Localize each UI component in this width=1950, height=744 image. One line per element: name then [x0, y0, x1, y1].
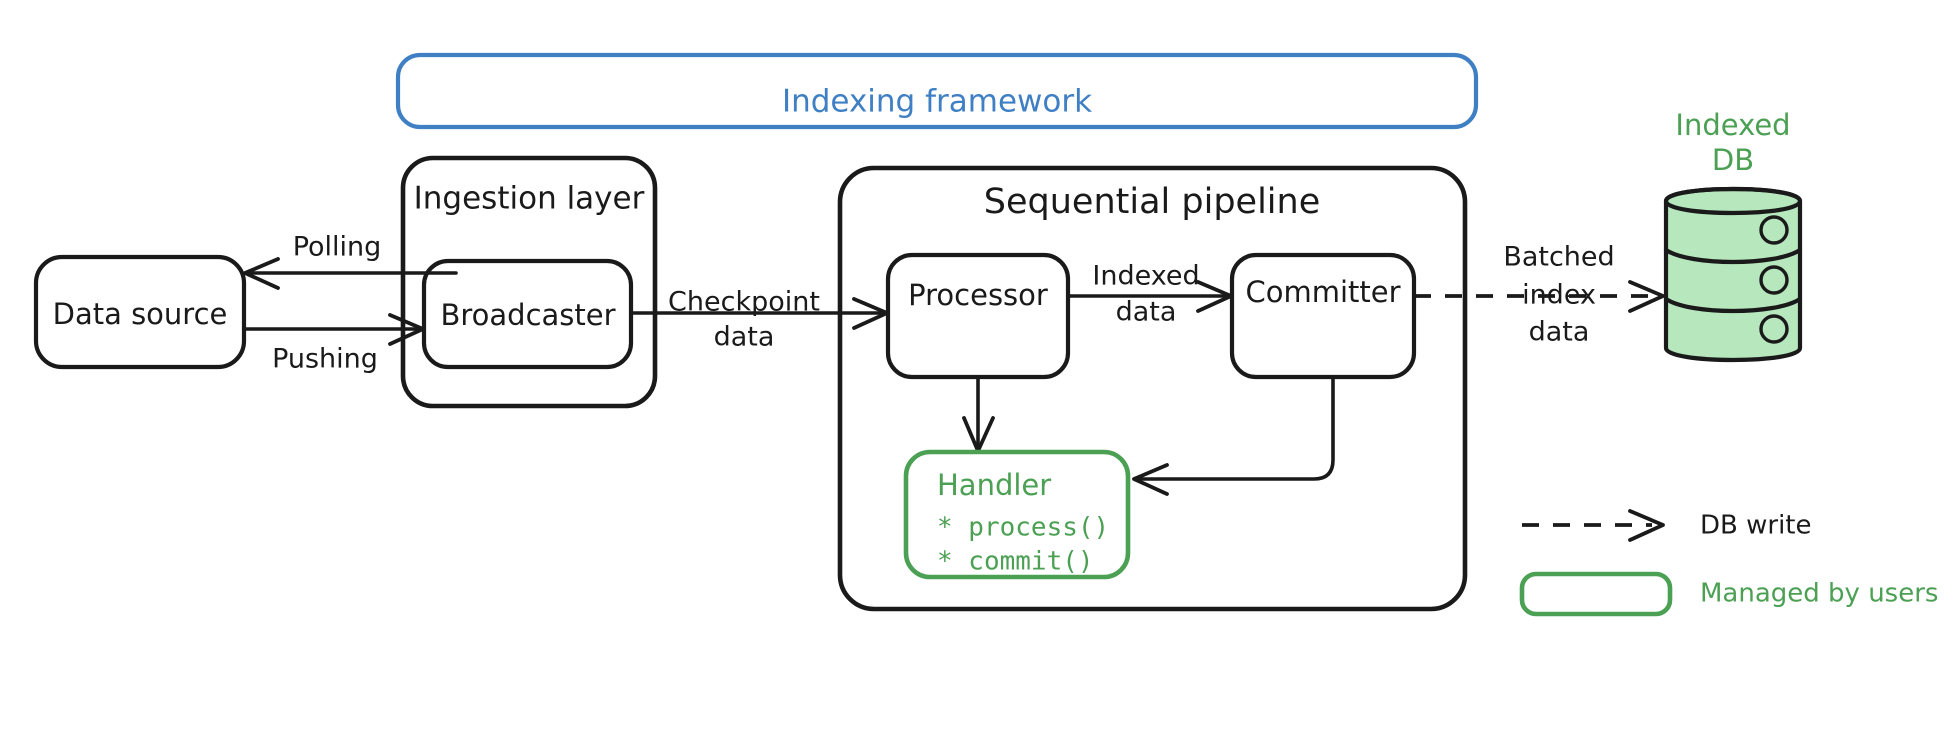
edge-committer-to-handler — [1132, 375, 1335, 496]
pushing-label: Pushing — [272, 344, 378, 375]
indexing-framework-frame: Indexing framework — [395, 52, 1479, 130]
node-data-source[interactable]: Data source — [33, 254, 247, 370]
db-indicator-1 — [1759, 215, 1789, 245]
group-ingestion-layer: Ingestion layer — [400, 155, 658, 409]
node-indexed-db[interactable]: Indexed DB — [1663, 108, 1803, 363]
ingestion-layer-rect — [400, 155, 658, 409]
handler-method-process: * process() — [937, 513, 1109, 543]
batched-index-data-label-line2: index — [1522, 280, 1596, 311]
handler-label: Handler — [937, 468, 1051, 502]
batched-index-data-label-line3: data — [1529, 317, 1590, 348]
indexing-framework-rect — [395, 52, 1479, 130]
legend-item-db-write: DB write — [1522, 509, 1812, 542]
edge-pushing: Pushing — [242, 313, 425, 375]
data-source-label: Data source — [53, 297, 228, 331]
legend-item-managed-by-users: Managed by users — [1519, 571, 1938, 617]
edge-checkpoint-data: Checkpoint data — [629, 287, 889, 353]
sequential-pipeline-rect — [837, 165, 1468, 612]
handler-method-commit: * commit() — [937, 547, 1094, 577]
indexed-db-label-line1: Indexed — [1675, 108, 1790, 142]
node-broadcaster[interactable]: Broadcaster — [421, 258, 634, 370]
node-processor[interactable]: Processor — [885, 252, 1071, 380]
edge-batched-index-data: Batched index data — [1414, 242, 1665, 348]
broadcaster-label: Broadcaster — [440, 298, 615, 332]
committer-label: Committer — [1245, 275, 1400, 309]
legend: DB write Managed by users — [1519, 509, 1938, 617]
indexed-db-label-line2: DB — [1712, 143, 1754, 177]
indexed-data-label-line1: Indexed — [1092, 261, 1199, 292]
edge-polling: Polling — [243, 232, 458, 290]
legend-label-managed-by-users: Managed by users — [1700, 579, 1938, 609]
database-cylinder-icon — [1663, 186, 1803, 363]
db-indicator-2 — [1759, 265, 1789, 295]
node-handler[interactable]: Handler * process() * commit() — [903, 449, 1131, 580]
polling-label: Polling — [293, 232, 382, 263]
edge-processor-to-handler — [962, 375, 995, 453]
legend-label-db-write: DB write — [1700, 511, 1812, 541]
ingestion-layer-label: Ingestion layer — [414, 181, 645, 217]
checkpoint-data-label-line2: data — [714, 322, 775, 353]
sequential-pipeline-label: Sequential pipeline — [984, 182, 1320, 222]
indexing-framework-label: Indexing framework — [782, 84, 1092, 120]
edge-indexed-data: Indexed data — [1066, 261, 1233, 328]
processor-rect — [885, 252, 1071, 380]
indexed-data-label-line2: data — [1116, 297, 1177, 328]
green-rounded-rect-icon — [1519, 571, 1673, 617]
checkpoint-data-label-line1: Checkpoint — [668, 287, 820, 318]
batched-index-data-label-line1: Batched — [1503, 242, 1614, 273]
node-committer[interactable]: Committer — [1229, 252, 1417, 380]
group-sequential-pipeline: Sequential pipeline — [837, 165, 1468, 612]
committer-rect — [1229, 252, 1417, 380]
db-indicator-3 — [1759, 314, 1789, 344]
data-source-rect — [33, 254, 247, 370]
processor-label: Processor — [908, 278, 1048, 312]
handler-rect — [903, 449, 1131, 580]
